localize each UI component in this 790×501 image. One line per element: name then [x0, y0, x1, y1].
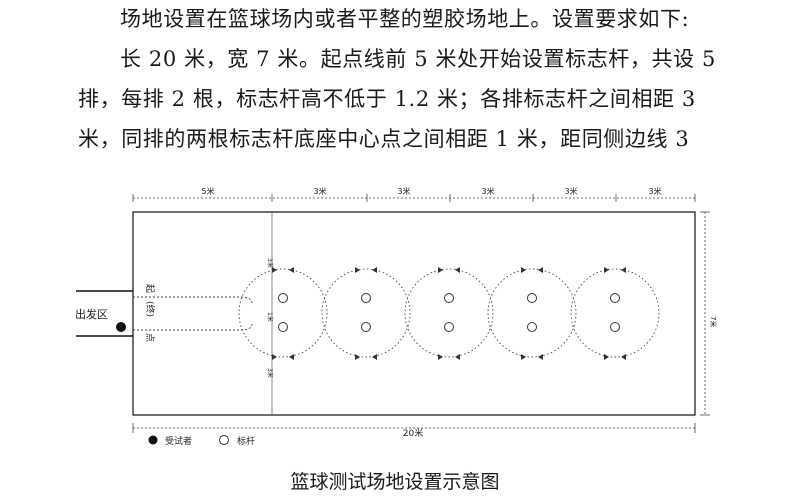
direction-arrow-icon: [521, 354, 526, 360]
pole-marker: [444, 322, 454, 332]
start-line-top-char: 起: [144, 284, 155, 293]
start-line-middle-char: (终): [144, 301, 156, 317]
direction-arrow-icon: [355, 267, 360, 273]
direction-arrow-icon: [372, 267, 377, 273]
tester-marker: [116, 322, 126, 332]
left-dim-label-1: 3米: [266, 258, 274, 268]
paragraph-line-4: 米，同排的两根标志杆底座中心点之间相距 1 米，距同侧边线 3: [78, 127, 690, 151]
run-loop-path: [321, 268, 411, 358]
top-dim-label-6: 3米: [648, 186, 661, 196]
direction-arrow-icon: [604, 354, 609, 360]
pole-marker: [361, 322, 371, 332]
direction-arrow-icon: [621, 267, 626, 273]
direction-arrow-icon: [272, 354, 277, 360]
pole-row-2: [321, 267, 411, 360]
pole-row-4: [487, 267, 577, 360]
paragraph-line-2: 长 20 米，宽 7 米。起点线前 5 米处开始设置标志杆，共设 5: [120, 47, 716, 71]
pole-marker: [278, 293, 288, 303]
pole-marker: [444, 293, 454, 303]
pole-marker: [610, 293, 620, 303]
direction-arrow-icon: [538, 354, 543, 360]
run-loop-path: [487, 268, 577, 358]
pole-marker: [527, 293, 537, 303]
pole-marker: [610, 322, 620, 332]
legend-pole-icon: [219, 435, 229, 445]
paragraph-line-3: 排，每排 2 根，标志杆高不低于 1.2 米；各排标志杆之间相距 3: [78, 87, 696, 111]
direction-arrow-icon: [538, 267, 543, 273]
legend-tester-icon: [148, 435, 158, 445]
direction-arrow-icon: [272, 267, 277, 273]
direction-arrow-icon: [455, 267, 460, 273]
direction-arrow-icon: [438, 354, 443, 360]
paragraph-line-1: 场地设置在篮球场内或者平整的塑胶场地上。设置要求如下:: [120, 7, 690, 31]
diagram-caption: 篮球测试场地设置示意图: [290, 471, 500, 493]
top-dimension-ticks: [132, 194, 696, 202]
top-dim-label-4: 3米: [481, 186, 494, 196]
start-area-label: 出发区: [75, 307, 108, 321]
direction-arrow-icon: [355, 354, 360, 360]
bottom-dim-label: 20米: [403, 427, 423, 439]
run-loop-path: [404, 268, 494, 358]
right-dim-label: 7米: [709, 316, 718, 327]
entry-path-bottom: [133, 323, 253, 331]
direction-arrow-icon: [521, 267, 526, 273]
pole-row-1: [238, 267, 328, 360]
pole-row-3: [404, 267, 494, 360]
court-boundary: [132, 211, 696, 416]
top-dim-label-2: 3米: [313, 186, 326, 196]
left-dim-label-2: 1米: [266, 312, 274, 322]
direction-arrow-icon: [438, 267, 443, 273]
direction-arrow-icon: [289, 267, 294, 273]
direction-arrow-icon: [289, 354, 294, 360]
legend-tester-label: 受试者: [165, 435, 192, 447]
direction-arrow-icon: [455, 354, 460, 360]
run-loop-path: [238, 268, 328, 358]
legend-pole-label: 标杆: [237, 435, 255, 447]
direction-arrow-icon: [621, 354, 626, 360]
run-loop-path: [570, 268, 660, 358]
entry-path-top: [133, 296, 253, 304]
pole-marker: [278, 322, 288, 332]
direction-arrow-icon: [372, 354, 377, 360]
pole-marker: [527, 322, 537, 332]
direction-arrow-icon: [604, 267, 609, 273]
pole-row-5: [570, 267, 660, 360]
pole-marker: [361, 293, 371, 303]
start-line-bottom-char: 点: [144, 333, 155, 342]
top-dim-label-5: 3米: [564, 186, 577, 196]
left-dim-label-3: 3米: [266, 368, 274, 378]
pole-rows: [238, 267, 660, 360]
top-dim-label-3: 3米: [397, 186, 410, 196]
top-dim-label-1: 5米: [201, 186, 214, 196]
